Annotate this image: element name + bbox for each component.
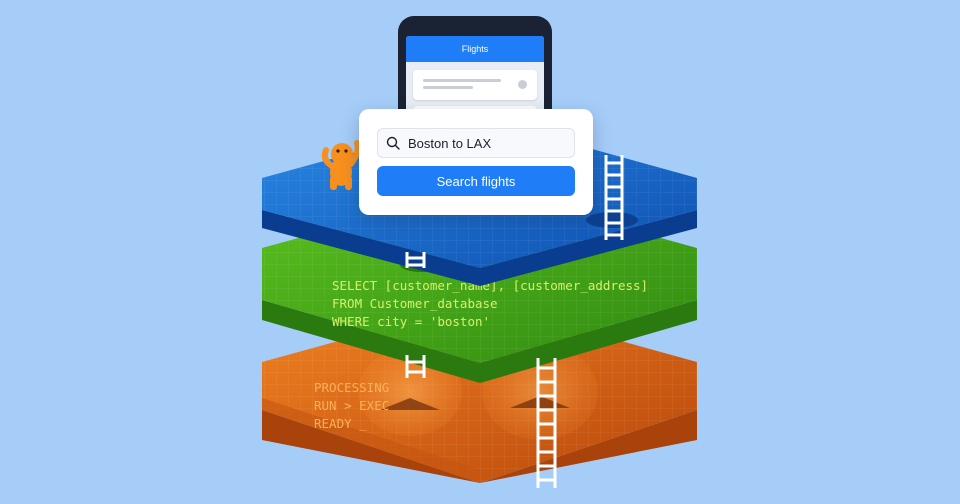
process-line-2: RUN > EXEC — [314, 398, 389, 413]
phone-header-title: Flights — [406, 36, 544, 62]
ladder-icon — [405, 252, 426, 268]
search-input-value: Boston to LAX — [408, 135, 492, 151]
flight-result-card[interactable] — [413, 70, 537, 100]
process-line-3: READY _ — [314, 416, 367, 431]
search-icon — [386, 136, 400, 150]
flight-search-card: Boston to LAX Search flights — [359, 109, 593, 215]
sql-line-1: SELECT [customer_name], [customer_addres… — [332, 278, 648, 293]
ladder-icon — [536, 358, 557, 488]
mascot-icon — [321, 140, 361, 190]
search-flights-button[interactable]: Search flights — [377, 166, 575, 196]
sql-line-3: WHERE city = 'boston' — [332, 314, 490, 329]
sql-line-2: FROM Customer_database — [332, 296, 498, 311]
ladder-icon — [604, 155, 624, 240]
ladder-icon — [405, 355, 426, 378]
search-input[interactable]: Boston to LAX — [377, 128, 575, 158]
process-line-1: PROCESSING — [314, 380, 389, 395]
